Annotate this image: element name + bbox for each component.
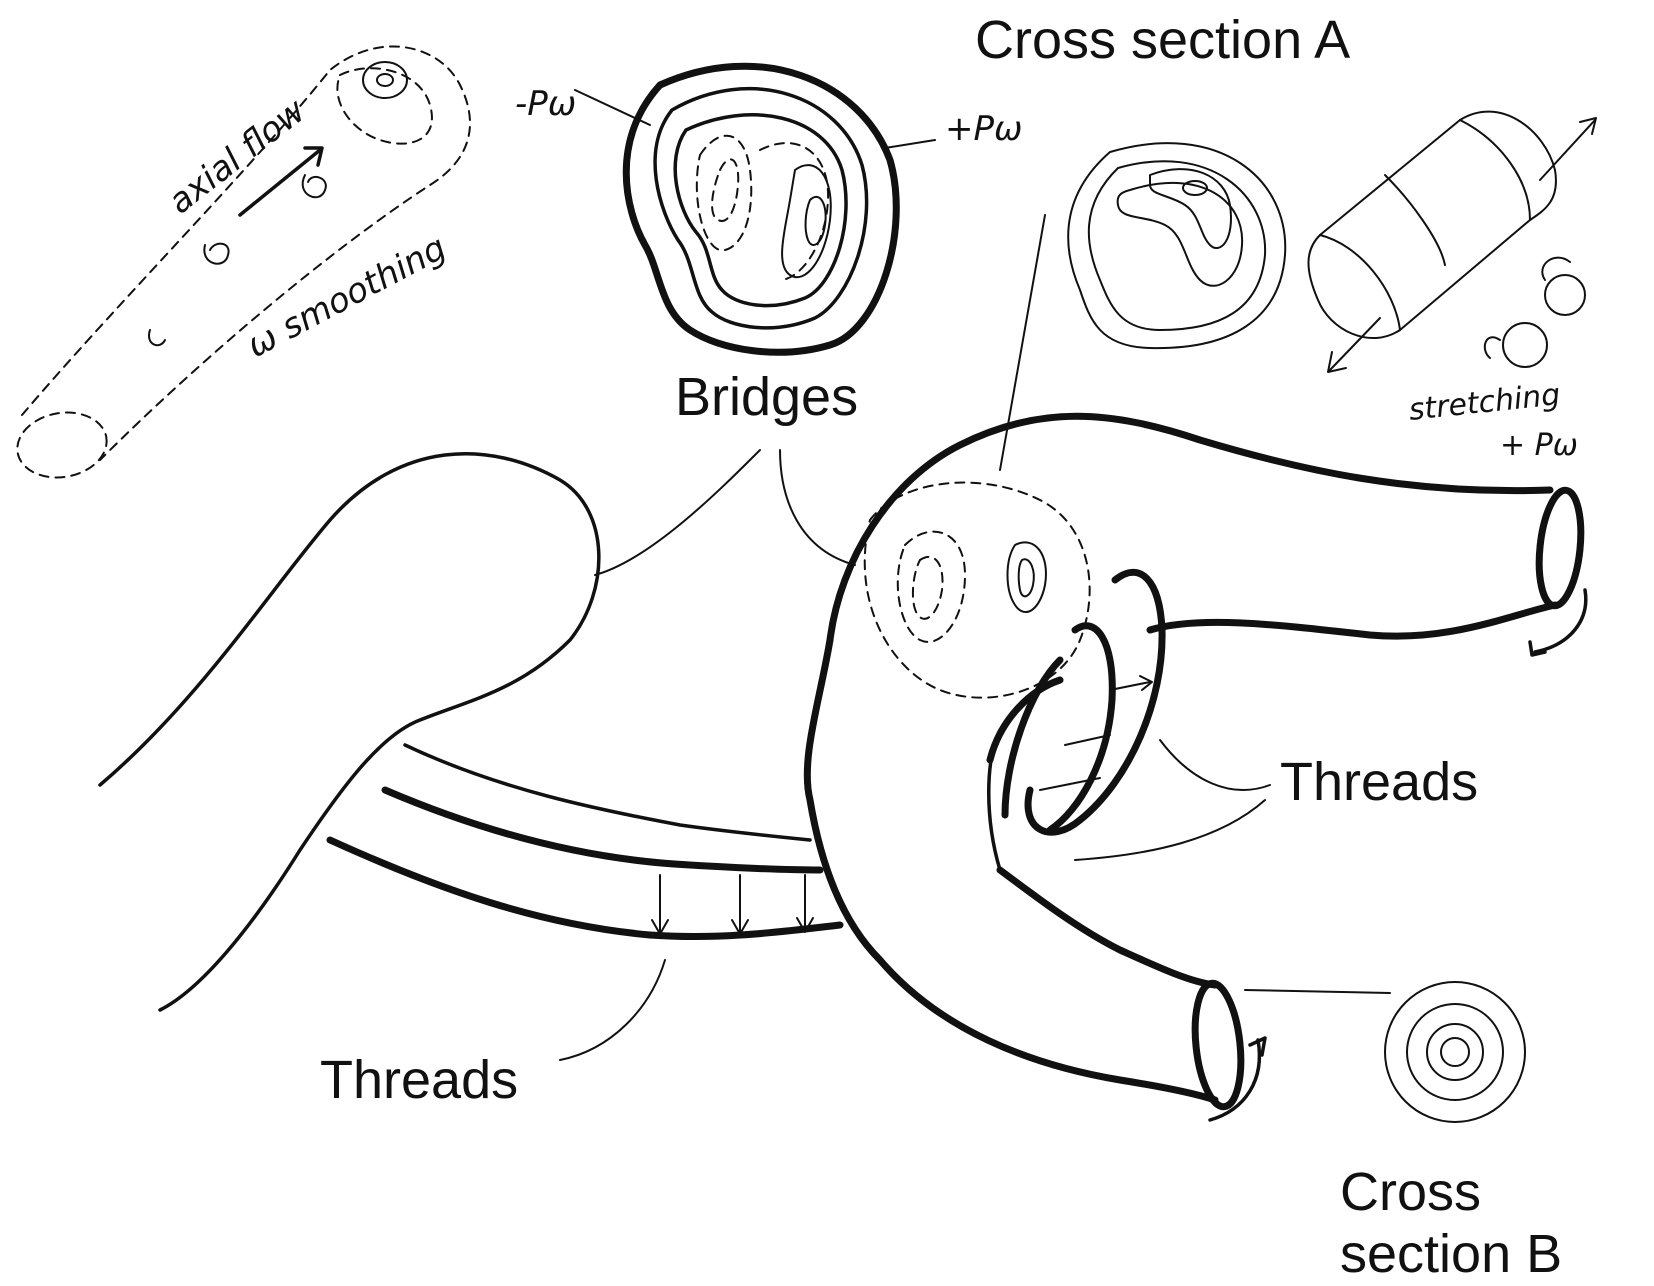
- bridges-cross-section: -Pω +Pω: [515, 66, 1022, 352]
- axial-flow-tube-sketch: axial flow ω smoothing: [12, 46, 470, 484]
- cross-section-a-title: Cross section A: [975, 10, 1350, 70]
- cross-section-a-sketch: [1068, 143, 1285, 348]
- threads-label-right: Threads: [1280, 752, 1478, 812]
- cross-section-b-title-line1: Cross: [1340, 1162, 1481, 1222]
- stretching-label: stretching: [1407, 377, 1562, 428]
- stretching-tube-sketch: stretching + Pω: [1308, 112, 1596, 463]
- threads-right-pointer-lower: [1075, 800, 1265, 860]
- threads-left-pointer: [560, 960, 665, 1060]
- stretching-plus-pw-label: + Pω: [1500, 428, 1578, 463]
- cross-section-b-title-line2: section B: [1340, 1224, 1562, 1284]
- threads-right-pointer-upper: [1160, 740, 1270, 790]
- cross-section-b-sketch: [1385, 982, 1525, 1122]
- left-threads: [330, 745, 840, 937]
- threads-label-left: Threads: [320, 1050, 518, 1110]
- axial-flow-label: axial flow: [161, 91, 313, 222]
- bridges-pointer-left: [595, 450, 760, 575]
- minus-pw-label: -Pω: [515, 84, 576, 124]
- omega-smoothing-label: ω smoothing: [240, 228, 452, 366]
- bridges-label: Bridges: [675, 367, 858, 427]
- plus-pw-label: +Pω: [945, 109, 1022, 149]
- left-vortex-lobe: [100, 454, 599, 1010]
- bridges-pointer-right: [780, 450, 855, 565]
- cross-section-a-pointer: [1000, 215, 1045, 470]
- cross-section-b-pointer: [1245, 990, 1390, 993]
